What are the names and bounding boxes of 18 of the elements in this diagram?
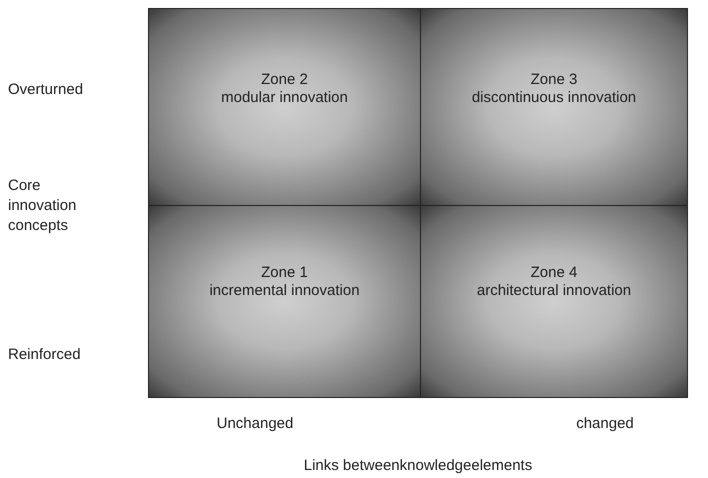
- zone-number: Zone 1: [260, 264, 309, 282]
- zone-quadrant: [420, 8, 688, 206]
- axis-tick-label: Unchanged: [216, 414, 294, 434]
- zone-title: incremental innovation: [208, 282, 361, 300]
- axis-title: Core innovation concepts: [8, 176, 78, 236]
- axis-title: Links betweenknowledgeelements: [302, 456, 534, 476]
- axis-tick-label: Overturned: [8, 80, 84, 100]
- zone-number: Zone 4: [530, 264, 578, 282]
- zone-title: modular innovation: [220, 89, 349, 107]
- zone-quadrant: [148, 8, 421, 206]
- zone-quadrant: [148, 205, 421, 398]
- zone-title: discontinuous innovation: [470, 89, 638, 107]
- zone-title: architectural innovation: [476, 282, 632, 300]
- zone-number: Zone 3: [530, 71, 578, 89]
- zone-number: Zone 2: [260, 71, 309, 89]
- axis-tick-label: Reinforced: [8, 345, 82, 365]
- axis-tick-label: changed: [575, 414, 635, 434]
- zone-quadrant: [420, 205, 688, 398]
